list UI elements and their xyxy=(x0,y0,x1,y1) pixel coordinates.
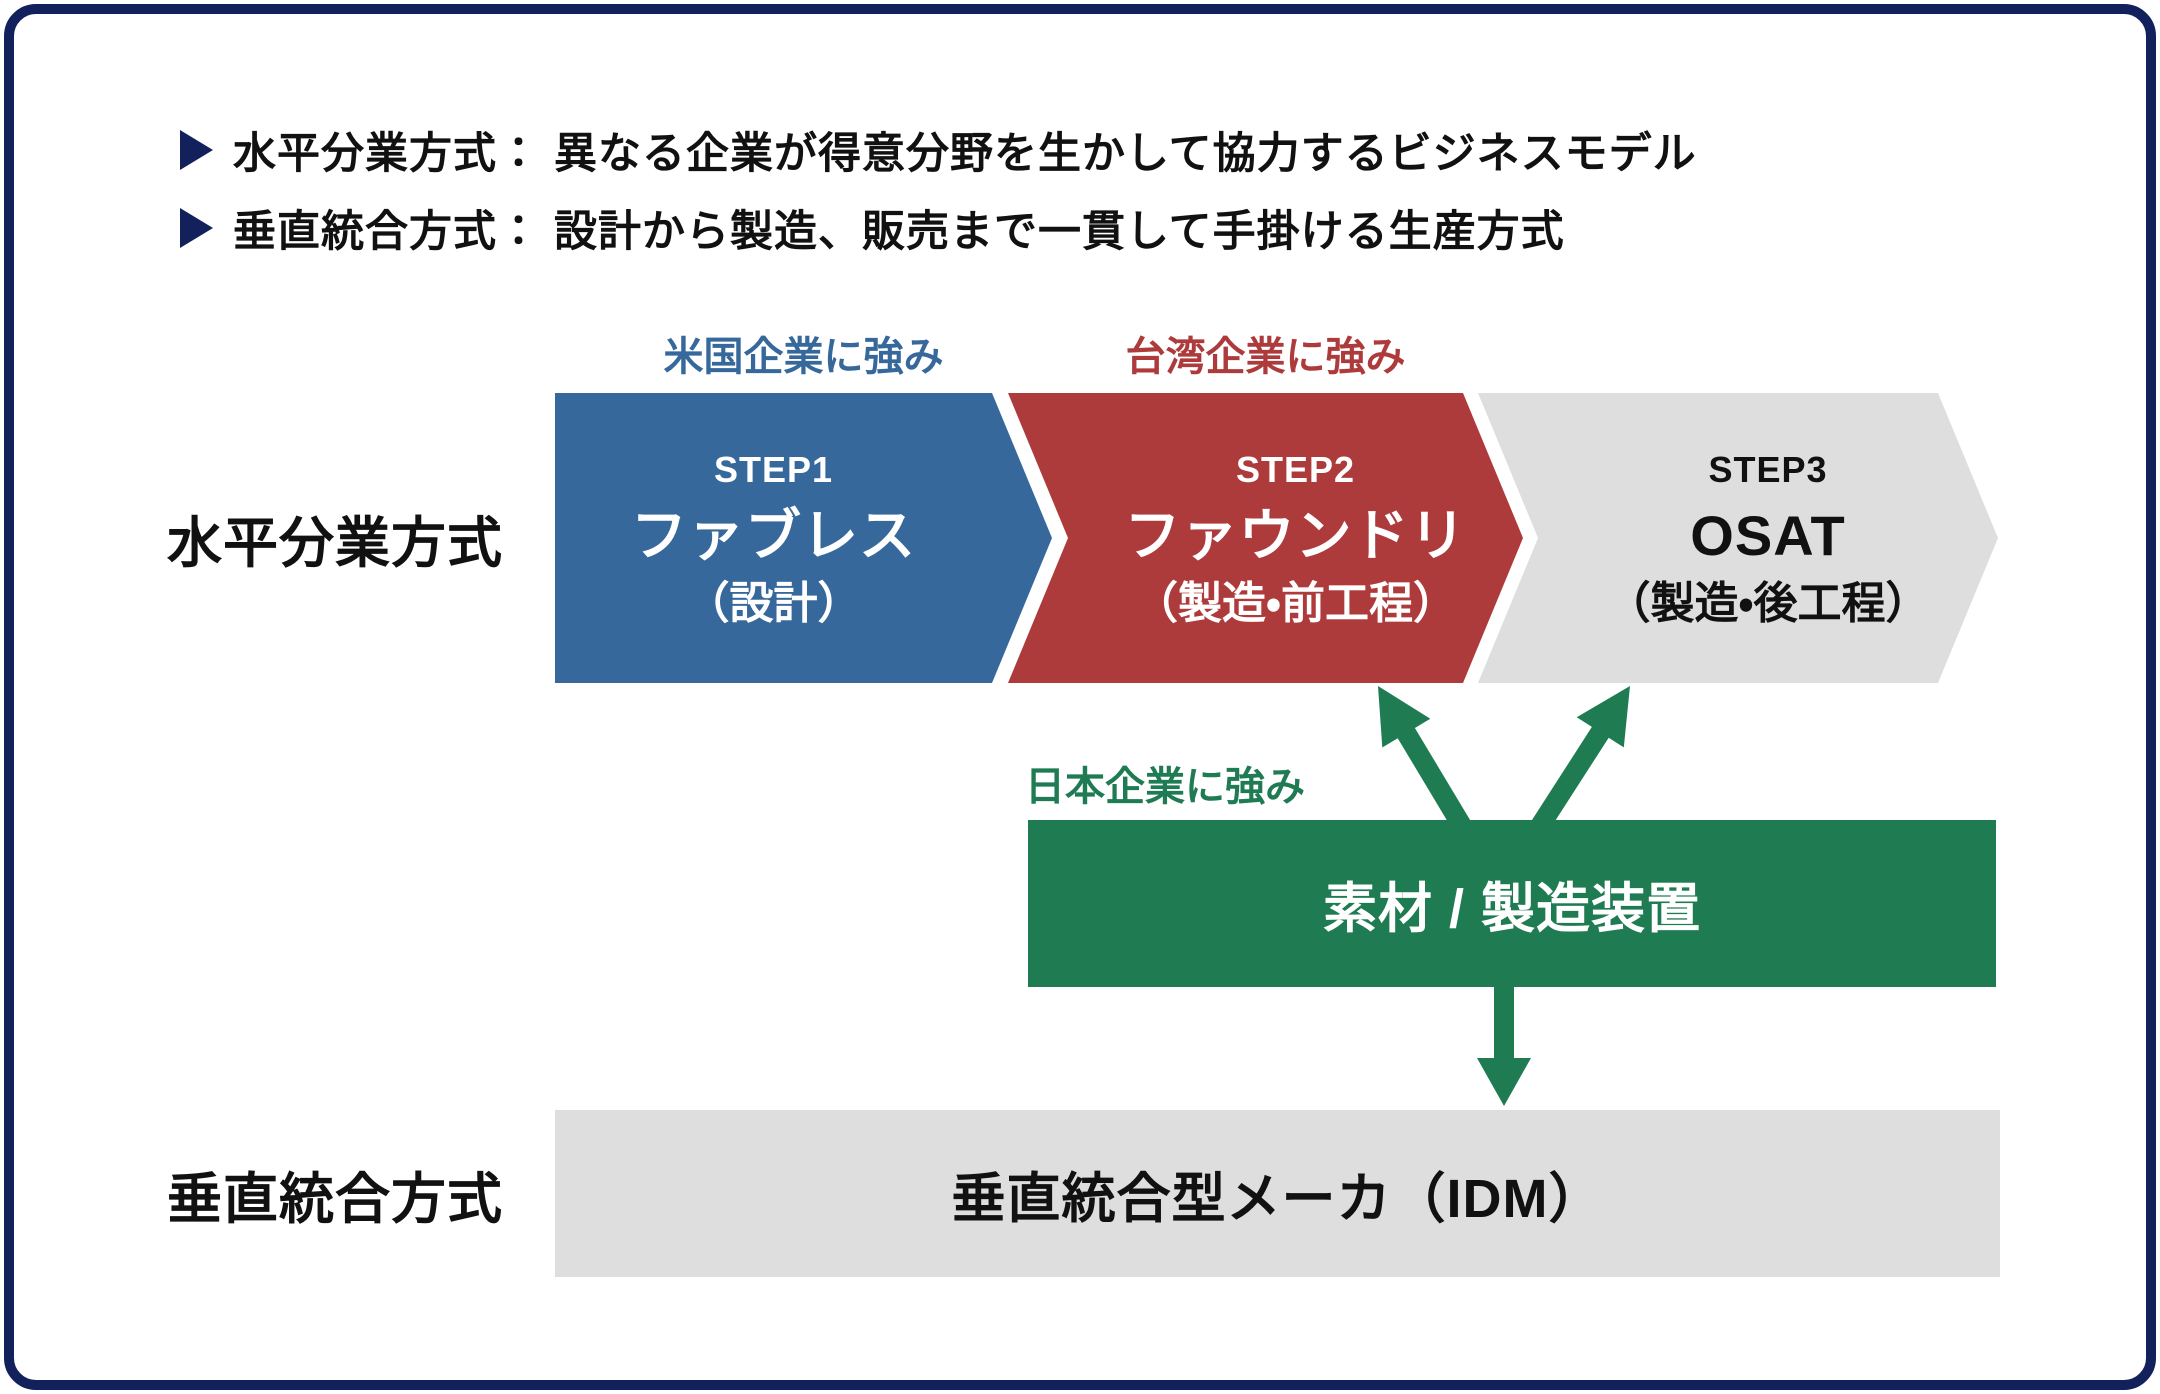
step-title: ファブレス xyxy=(631,503,916,567)
step-number: STEP3 xyxy=(1708,448,1828,490)
step-title: OSAT xyxy=(1690,503,1846,567)
step-number: STEP2 xyxy=(1235,448,1356,490)
strength-label-taiwan: 台湾企業に強み xyxy=(1125,335,1406,379)
chevron-step3-osat: STEP3 OSAT （製造・後工程） xyxy=(1478,393,1998,683)
legend-text-vertical: 垂直統合方式： 設計から製造、販売まで一貫して手掛ける生産方式 xyxy=(233,208,1565,256)
bullet-triangle-icon xyxy=(180,208,213,248)
materials-equipment-box: 素材 / 製造装置 xyxy=(1028,820,1996,987)
arrow-up-to-foundry-icon xyxy=(1378,686,1471,832)
idm-box: 垂直統合型メーカ（IDM） xyxy=(555,1110,2000,1277)
chevron-step1-fabless: STEP1 ファブレス （設計） xyxy=(555,393,1052,683)
step-subtitle: （製造・前工程） xyxy=(1134,579,1457,629)
legend-item-horizontal: 水平分業方式： 異なる企業が得意分野を生かして協力するビジネスモデル xyxy=(180,122,1697,178)
step-subtitle: （製造・後工程） xyxy=(1606,579,1930,629)
strength-label-us: 米国企業に強み xyxy=(663,335,944,379)
strength-label-japan: 日本企業に強み xyxy=(1025,765,1305,809)
step-number: STEP1 xyxy=(713,448,834,490)
step-title: ファウンドリ xyxy=(1124,503,1467,567)
chevron-step2-foundry: STEP2 ファウンドリ （製造・前工程） xyxy=(1008,393,1523,683)
legend-text-horizontal: 水平分業方式： 異なる企業が得意分野を生かして協力するビジネスモデル xyxy=(233,130,1697,178)
materials-equipment-label: 素材 / 製造装置 xyxy=(1322,879,1701,939)
row-title-horizontal: 水平分業方式 xyxy=(166,512,503,574)
bullet-triangle-icon xyxy=(180,130,213,170)
row-title-vertical: 垂直統合方式 xyxy=(166,1167,503,1230)
idm-label: 垂直統合型メーカ（IDM） xyxy=(951,1169,1604,1229)
step-subtitle: （設計） xyxy=(685,579,862,629)
arrow-up-to-osat-icon xyxy=(1531,686,1630,832)
legend-item-vertical: 垂直統合方式： 設計から製造、販売まで一貫して手掛ける生産方式 xyxy=(180,200,1565,256)
arrow-down-to-idm-icon xyxy=(1477,985,1531,1106)
